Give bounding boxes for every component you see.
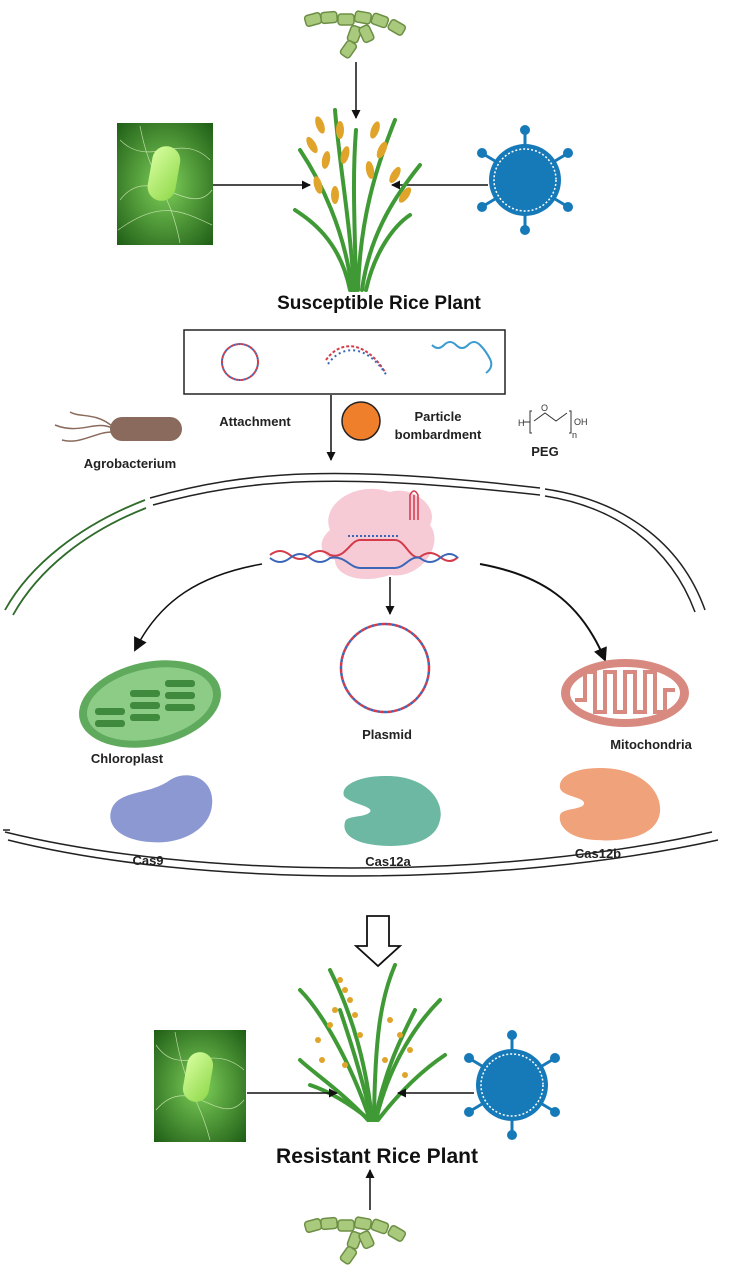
cas12b-icon <box>559 768 661 841</box>
cas12a-label: Cas12a <box>365 854 411 869</box>
down-arrow-icon <box>353 915 403 968</box>
particle-label-2: bombardment <box>395 427 482 442</box>
plasmid-icon <box>339 622 431 714</box>
agrobacterium-icon <box>54 411 182 442</box>
cell-wall <box>149 472 706 613</box>
bacterium-icon-bottom <box>154 1030 246 1142</box>
peg-o: O <box>541 403 548 413</box>
cas12b-label: Cas12b <box>575 846 621 861</box>
mitochondria-label: Mitochondria <box>610 737 692 752</box>
particle-icon <box>341 401 381 441</box>
attachment-label: Attachment <box>219 414 291 429</box>
cas9-icon <box>110 775 213 843</box>
mitochondria-icon <box>561 659 689 727</box>
peg-icon: H O n OH <box>518 403 588 440</box>
resistant-label: Resistant Rice Plant <box>276 1145 478 1168</box>
virus-icon <box>477 125 573 235</box>
bacterium-icon <box>117 123 213 245</box>
ssdna-icon <box>431 341 493 374</box>
susceptible-label: Susceptible Rice Plant <box>277 293 481 314</box>
cas12a-icon <box>343 775 441 846</box>
particle-label-1: Particle <box>415 409 462 424</box>
cas9-label: Cas9 <box>132 853 163 868</box>
chloroplast-icon <box>79 660 221 748</box>
chloroplast-label: Chloroplast <box>91 751 164 766</box>
peg-h: H <box>518 418 525 428</box>
plasmid-label: Plasmid <box>362 727 412 742</box>
cell-membrane-green <box>4 499 147 616</box>
agrobacterium-label: Agrobacterium <box>84 456 176 471</box>
crispr-complex-icon <box>269 488 459 580</box>
fungus-icon <box>303 10 407 59</box>
dna-delivery-box <box>183 329 506 395</box>
peg-n: n <box>572 430 577 440</box>
peg-oh: OH <box>574 417 588 427</box>
peg-label: PEG <box>531 444 558 459</box>
fungus-icon-bottom <box>303 1216 407 1265</box>
rice-plant-icon <box>293 108 422 292</box>
virus-icon-bottom <box>464 1030 560 1140</box>
plasmid-dna-icon <box>221 343 259 381</box>
linear-dna-icon <box>325 345 388 377</box>
cell-wall-bottom <box>3 829 719 877</box>
resistant-rice-plant-icon <box>298 963 447 1122</box>
